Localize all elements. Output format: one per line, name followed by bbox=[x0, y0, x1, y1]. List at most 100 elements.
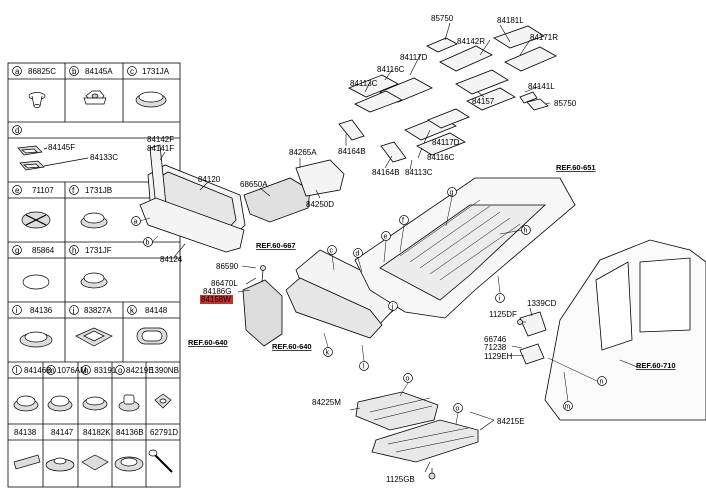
d-label-84145F: 84145F bbox=[48, 143, 75, 152]
legend-part-1731JA: 1731JA bbox=[142, 67, 170, 76]
reference-labels: REF.60-651 REF.60-667 REF.60-640 REF.60-… bbox=[188, 163, 676, 370]
label-84113C: 84113C bbox=[350, 79, 378, 88]
label-1125DF: 1125DF bbox=[489, 310, 517, 319]
label-1339CD: 1339CD bbox=[527, 299, 557, 308]
ref-label: REF.60-651 bbox=[556, 163, 596, 172]
marker-g: g bbox=[447, 187, 457, 197]
marker-n: n bbox=[597, 376, 607, 386]
svg-text:n: n bbox=[600, 379, 604, 386]
svg-text:b: b bbox=[146, 240, 150, 247]
marker-m: m bbox=[563, 401, 573, 411]
legend-letter: l bbox=[16, 366, 18, 375]
label-84117D: 84117D bbox=[400, 53, 428, 62]
legend-letter: o bbox=[118, 366, 123, 375]
grommet-icon bbox=[13, 395, 39, 412]
label-84215E: 84215E bbox=[497, 417, 525, 426]
pad-icon bbox=[81, 454, 109, 471]
legend-letter: i bbox=[16, 306, 18, 315]
grommet-icon bbox=[45, 457, 75, 472]
ref-label: REF.60-710 bbox=[636, 361, 676, 370]
tie-icon bbox=[148, 449, 173, 473]
clip-icon bbox=[154, 393, 172, 409]
legend-letter: a bbox=[15, 67, 20, 76]
plug-icon bbox=[80, 212, 108, 229]
label-84141L: 84141L bbox=[528, 82, 555, 91]
legend-letter: m bbox=[48, 366, 55, 375]
cross-pad-icon bbox=[21, 211, 51, 229]
label-84120: 84120 bbox=[198, 175, 221, 184]
legend-letter: c bbox=[130, 67, 134, 76]
label-84116C: 84116C bbox=[427, 153, 455, 162]
label-1125GB: 1125GB bbox=[386, 475, 415, 484]
svg-text:f: f bbox=[402, 218, 404, 225]
nut-icon bbox=[83, 90, 107, 105]
legend-letter: d bbox=[15, 126, 19, 135]
legend-part-83191: 83191 bbox=[94, 366, 117, 375]
svg-text:c: c bbox=[330, 248, 334, 255]
svg-text:o: o bbox=[456, 406, 460, 413]
bolt-icons bbox=[260, 265, 523, 480]
label-84225M: 84225M bbox=[312, 398, 341, 407]
d-label-84133C: 84133C bbox=[90, 153, 118, 162]
svg-text:j: j bbox=[391, 304, 394, 311]
legend-part-84145A: 84145A bbox=[85, 67, 113, 76]
diagram-markers: a b c d e f g h i j k l m n o o bbox=[131, 187, 607, 413]
marker-leaders bbox=[139, 196, 598, 425]
legend-letter: j bbox=[72, 306, 75, 315]
label-84265A: 84265A bbox=[289, 148, 317, 157]
legend-letter: e bbox=[15, 186, 20, 195]
ring-icon bbox=[22, 274, 50, 290]
label-85750: 85750 bbox=[431, 14, 454, 23]
marker-b: b bbox=[143, 237, 153, 247]
legend-part-84147: 84147 bbox=[51, 428, 74, 437]
ref-label: REF.60-640 bbox=[272, 342, 312, 351]
cap-icon bbox=[118, 394, 140, 412]
marker-d: d bbox=[353, 248, 363, 258]
label-84124: 84124 bbox=[160, 255, 183, 264]
marker-o2: o bbox=[453, 403, 463, 413]
label-84141F: 84141F bbox=[147, 144, 174, 153]
ref-label: REF.60-667 bbox=[256, 241, 296, 250]
svg-text:e: e bbox=[384, 234, 388, 241]
label-86590: 86590 bbox=[216, 262, 239, 271]
grommet-icon bbox=[114, 456, 144, 472]
label-84142R: 84142R bbox=[457, 37, 485, 46]
label-84181L: 84181L bbox=[497, 16, 524, 25]
legend-part-1731JF: 1731JF bbox=[85, 246, 112, 255]
grommet-icon bbox=[19, 331, 53, 348]
highlight-box bbox=[200, 295, 233, 304]
marker-l: l bbox=[359, 361, 369, 371]
marker-i: i bbox=[495, 293, 505, 303]
label-84158W: 84158W bbox=[201, 295, 231, 304]
legend-part-85864: 85864 bbox=[32, 246, 55, 255]
legend-letter: g bbox=[15, 246, 19, 255]
marker-f: f bbox=[399, 215, 409, 225]
plug-icon bbox=[80, 272, 108, 289]
legend-part-1731JB: 1731JB bbox=[85, 186, 112, 195]
svg-text:h: h bbox=[524, 228, 528, 235]
legend-letter: f bbox=[72, 186, 75, 195]
label-1129EH: 1129EH bbox=[484, 352, 513, 361]
ref-label: REF.60-640 bbox=[188, 338, 228, 347]
svg-text:o: o bbox=[406, 376, 410, 383]
legend-letter: n bbox=[84, 366, 88, 375]
legend-part-84146B: 84146B bbox=[24, 366, 52, 375]
legend-part-83827A: 83827A bbox=[84, 306, 112, 315]
legend-part-84136: 84136 bbox=[30, 306, 53, 315]
svg-text:i: i bbox=[499, 296, 501, 303]
legend-part-84136B: 84136B bbox=[116, 428, 144, 437]
plug-icon bbox=[135, 91, 167, 108]
label-84164B: 84164B bbox=[372, 168, 400, 177]
label-84157: 84157 bbox=[472, 97, 495, 106]
legend-letter: k bbox=[130, 306, 135, 315]
label-71238: 71238 bbox=[484, 343, 507, 352]
square-grommet-icon bbox=[75, 327, 113, 347]
body-panels bbox=[139, 25, 706, 463]
legend-part-62791D: 62791D bbox=[150, 428, 178, 437]
clip-icon bbox=[28, 92, 46, 108]
marker-c: c bbox=[327, 245, 337, 255]
svg-text:d: d bbox=[356, 251, 360, 258]
marker-k: k bbox=[323, 347, 333, 357]
legend-part-84138: 84138 bbox=[14, 428, 37, 437]
legend-letter: b bbox=[72, 67, 77, 76]
